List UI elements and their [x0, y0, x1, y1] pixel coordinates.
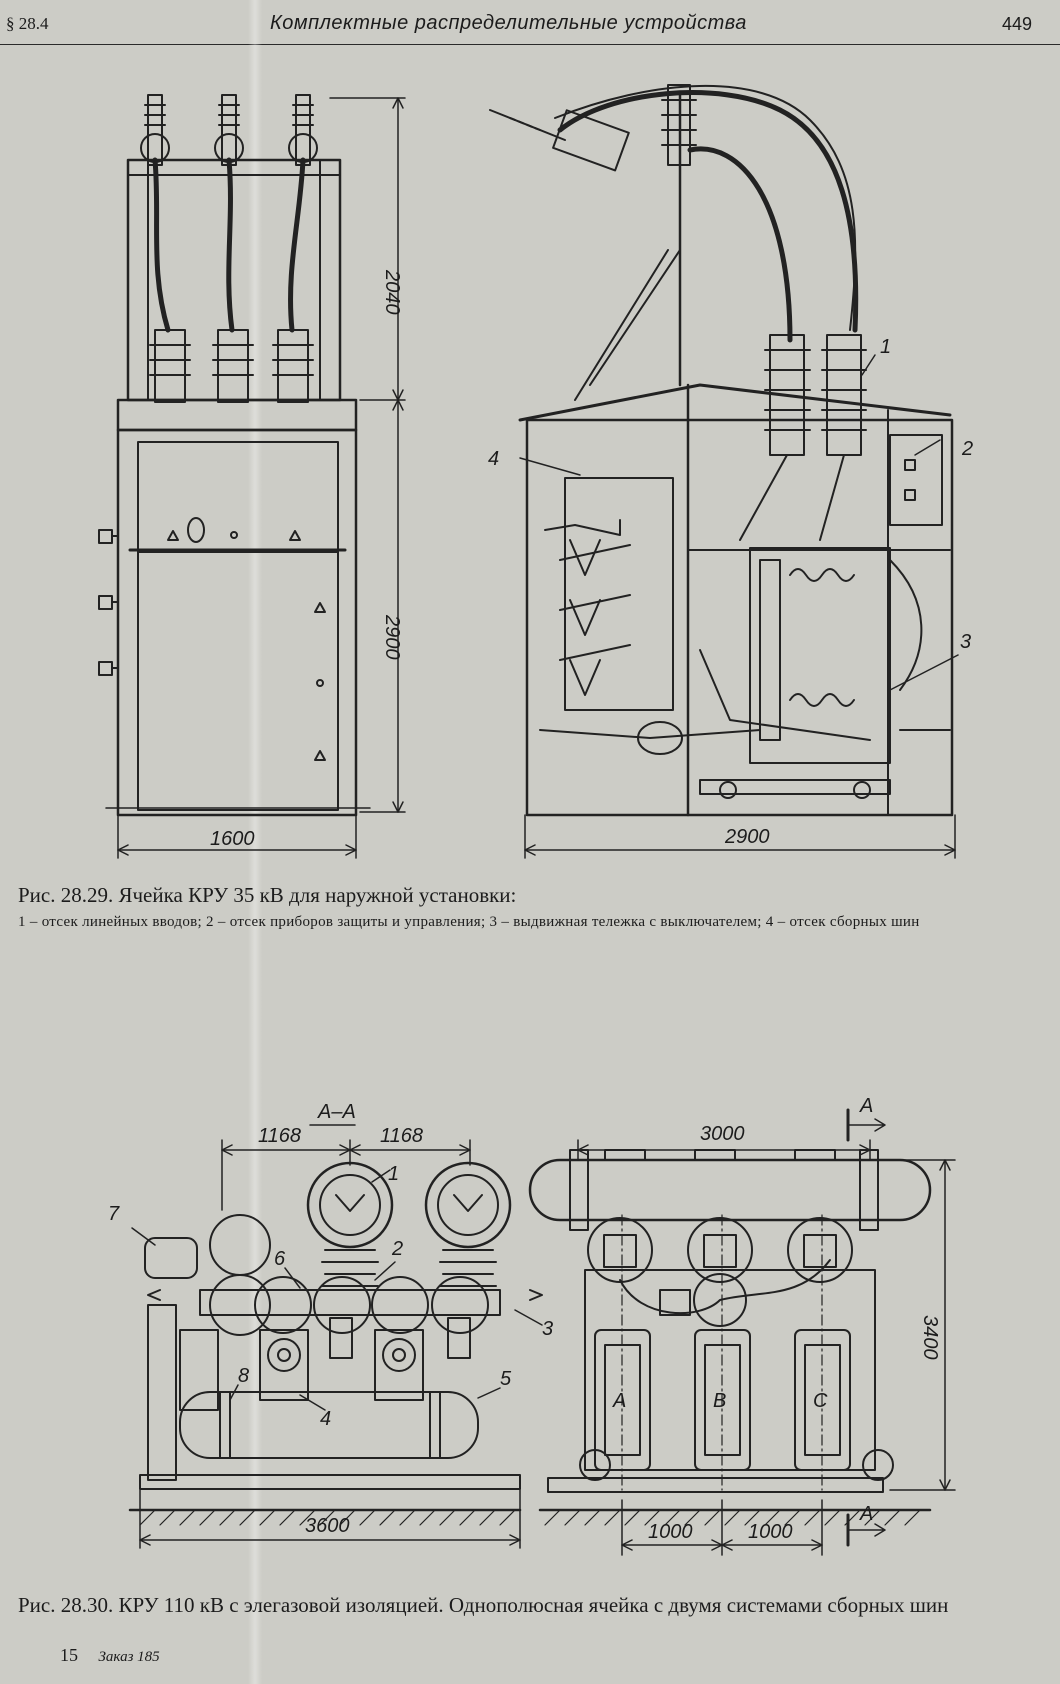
- callout-3: 3: [960, 631, 971, 653]
- callout-f2-1: 1: [388, 1163, 399, 1185]
- front-view: [98, 94, 371, 817]
- dim-3400: 3400: [919, 1315, 941, 1360]
- running-title: Комплектные распределительные устройства: [270, 12, 747, 34]
- phase-label-a: А: [612, 1390, 626, 1412]
- figure-28-30-caption: Рис. 28.30. КРУ 110 кВ с элегазовой изол…: [18, 1593, 949, 1617]
- dim-2900-vertical: 2900: [381, 614, 403, 660]
- section-a-a-view: [128, 1161, 543, 1526]
- section-mark-bottom: А: [859, 1503, 873, 1525]
- dim-1168-left: 1168: [258, 1125, 301, 1147]
- dim-3600: 3600: [305, 1515, 350, 1537]
- dim-1600: 1600: [210, 828, 255, 850]
- phase-front-view: [528, 1149, 932, 1526]
- section-mark-top: А: [859, 1095, 873, 1117]
- callout-f2-4: 4: [320, 1408, 331, 1430]
- section-label-a-a: А–А: [317, 1101, 356, 1123]
- figure-28-29-caption-legend: 1 – отсек линейных вводов; 2 – отсек при…: [18, 914, 920, 930]
- phase-label-b: В: [713, 1390, 726, 1412]
- section-number: § 28.4: [6, 14, 49, 33]
- front-dimensions: [117, 97, 406, 859]
- callout-f2-6: 6: [274, 1248, 286, 1270]
- figure-28-29-caption: Рис. 28.29. Ячейка КРУ 35 кВ для наружно…: [18, 882, 1038, 932]
- page-fold-shading: [248, 0, 262, 1684]
- phase-label-c: С: [813, 1390, 828, 1412]
- running-header: § 28.4 Комплектные распределительные уст…: [0, 8, 1060, 45]
- section-a-a-dimensions: [139, 1124, 521, 1549]
- phase-view-dimensions: [577, 1108, 956, 1556]
- callout-4: 4: [488, 448, 499, 470]
- callout-f2-8: 8: [238, 1365, 249, 1387]
- print-order: Заказ 185: [98, 1649, 160, 1665]
- callout-f2-2: 2: [391, 1238, 403, 1260]
- callout-f2-7: 7: [108, 1203, 120, 1225]
- figure-28-29-drawing: 2040 2900 1600: [98, 84, 973, 859]
- callout-f2-3: 3: [542, 1318, 553, 1340]
- dim-1000-right: 1000: [748, 1521, 793, 1543]
- callout-1: 1: [880, 336, 891, 358]
- lower-bushings: [149, 329, 314, 403]
- callout-2: 2: [961, 438, 973, 460]
- dim-1000-left: 1000: [648, 1521, 693, 1543]
- side-dimensions: [524, 814, 956, 859]
- page-footer: 15 Заказ 185: [60, 1645, 160, 1666]
- dim-3000: 3000: [700, 1123, 745, 1145]
- page-number: 449: [1001, 14, 1032, 34]
- signature-mark: 15: [60, 1645, 78, 1665]
- figure-28-29-caption-title: Рис. 28.29. Ячейка КРУ 35 кВ для наружно…: [18, 883, 517, 907]
- dim-2040: 2040: [381, 269, 403, 315]
- side-view: [489, 84, 959, 817]
- callout-f2-5: 5: [500, 1368, 512, 1390]
- dim-2900-horizontal: 2900: [724, 826, 770, 848]
- dim-1168-right: 1168: [380, 1125, 423, 1147]
